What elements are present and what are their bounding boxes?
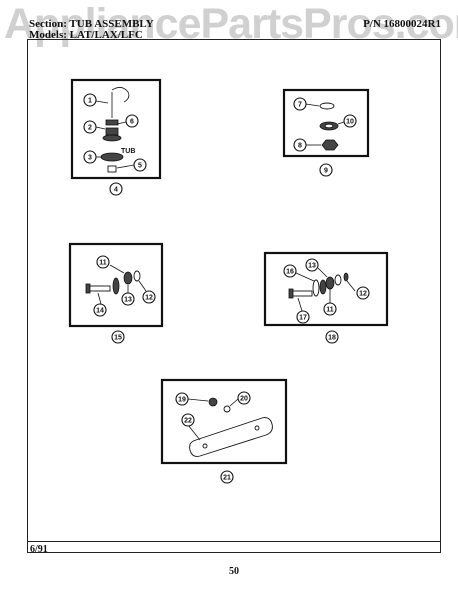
- group-15-box: [68, 242, 164, 328]
- group-18-box: [263, 251, 389, 327]
- callout-21: 21: [220, 470, 234, 484]
- svg-text:1: 1: [88, 98, 92, 105]
- svg-text:6: 6: [130, 119, 134, 126]
- callout-9: 9: [319, 163, 333, 177]
- callout-20: 20: [237, 391, 251, 405]
- callout-17: 17: [296, 310, 310, 324]
- svg-text:17: 17: [299, 315, 307, 322]
- group-21-box: [160, 378, 288, 465]
- svg-text:7: 7: [298, 102, 302, 109]
- callout-11b: 11: [323, 302, 337, 316]
- svg-text:10: 10: [346, 119, 354, 126]
- callout-10: 10: [343, 114, 357, 128]
- svg-text:19: 19: [178, 397, 186, 404]
- callout-12a: 12: [142, 290, 156, 304]
- svg-text:22: 22: [184, 418, 192, 425]
- svg-text:21: 21: [223, 475, 231, 482]
- callout-15: 15: [111, 330, 125, 344]
- callout-18: 18: [325, 330, 339, 344]
- callout-16: 16: [283, 264, 297, 278]
- svg-text:16: 16: [286, 269, 294, 276]
- page-frame: [27, 39, 441, 553]
- callout-5: 5: [133, 158, 147, 172]
- svg-text:9: 9: [324, 168, 328, 175]
- svg-text:11: 11: [99, 260, 107, 267]
- callout-7: 7: [293, 97, 307, 111]
- callout-22: 22: [181, 413, 195, 427]
- svg-text:5: 5: [138, 163, 142, 170]
- svg-text:14: 14: [96, 308, 104, 315]
- callout-1: 1: [83, 93, 97, 107]
- footer-divider: [27, 541, 441, 542]
- callout-13a: 13: [121, 292, 135, 306]
- svg-text:2: 2: [88, 125, 92, 132]
- svg-text:13: 13: [308, 263, 316, 270]
- callout-13b: 13: [305, 258, 319, 272]
- svg-text:12: 12: [359, 291, 367, 298]
- revision-date: 6/91: [30, 544, 48, 555]
- svg-text:18: 18: [328, 335, 336, 342]
- models-label: Models: LAT/LAX/LFC: [29, 29, 143, 41]
- page-number: 50: [229, 566, 239, 577]
- svg-text:8: 8: [298, 143, 302, 150]
- callout-11a: 11: [96, 255, 110, 269]
- svg-text:3: 3: [88, 155, 92, 162]
- callout-2: 2: [83, 120, 97, 134]
- callout-3: 3: [83, 150, 97, 164]
- callout-8: 8: [293, 138, 307, 152]
- callout-4: 4: [109, 182, 123, 196]
- svg-text:13: 13: [124, 297, 132, 304]
- callout-12b: 12: [356, 286, 370, 300]
- svg-text:11: 11: [326, 307, 334, 314]
- svg-text:4: 4: [114, 187, 118, 194]
- callout-14: 14: [93, 303, 107, 317]
- callout-6: 6: [125, 114, 139, 128]
- tub-label: TUB: [121, 148, 135, 155]
- section-title: Section: TUB ASSEMBLY: [29, 18, 154, 30]
- callout-19: 19: [175, 392, 189, 406]
- svg-text:20: 20: [240, 396, 248, 403]
- part-number: P/N 16800024R1: [363, 18, 441, 30]
- svg-text:15: 15: [114, 335, 122, 342]
- svg-text:12: 12: [145, 295, 153, 302]
